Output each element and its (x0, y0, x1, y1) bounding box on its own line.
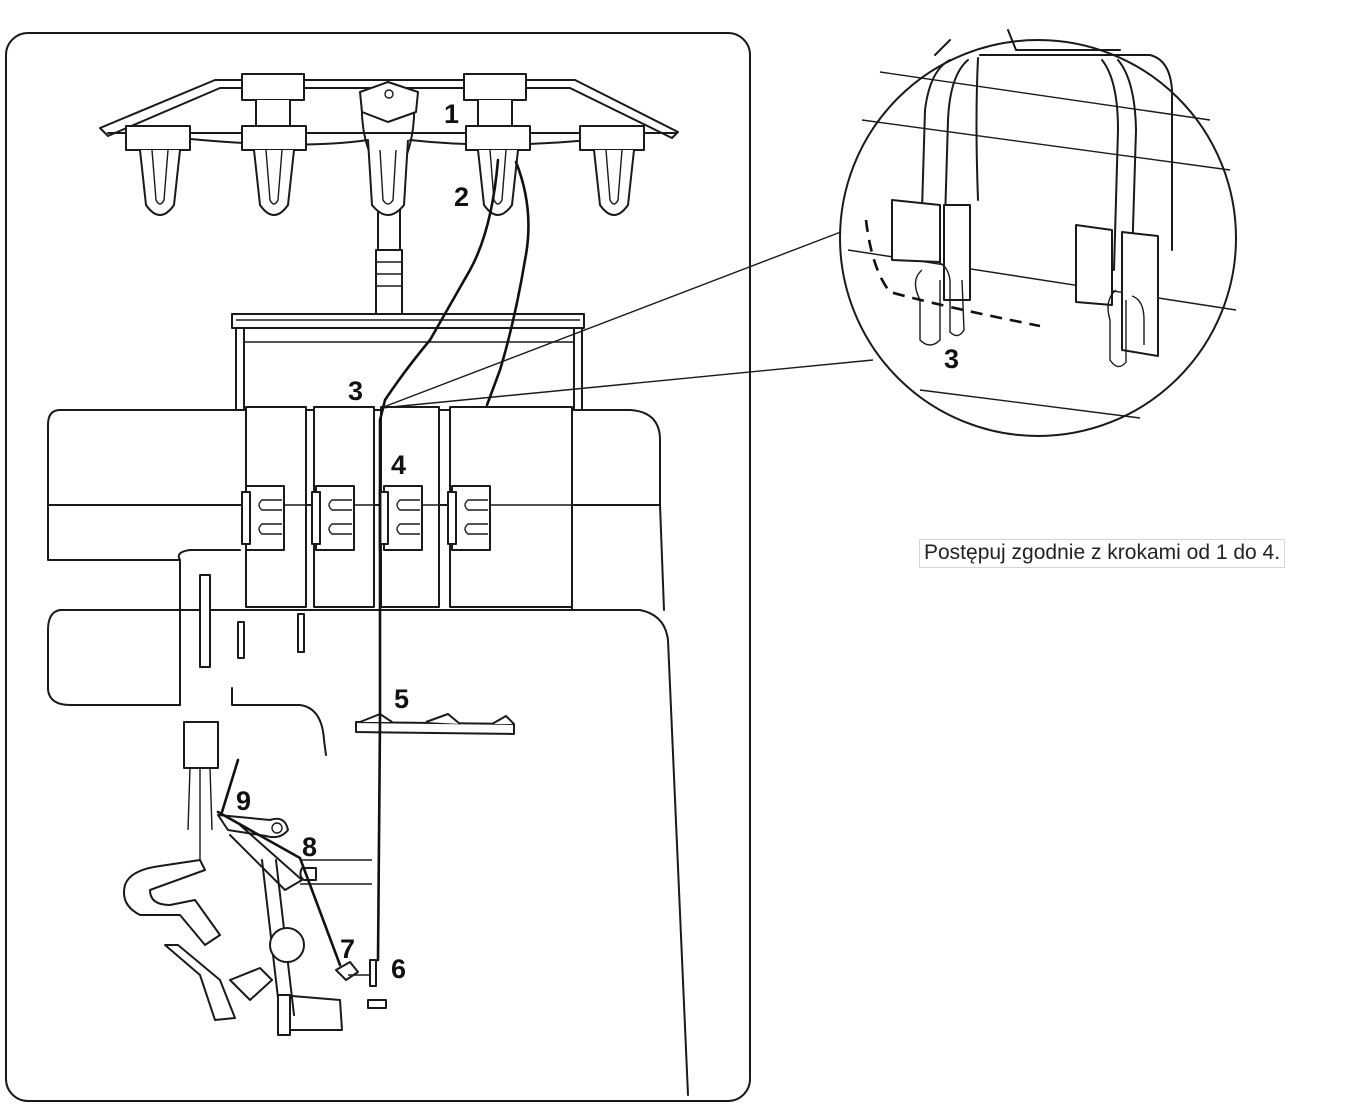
callout-step-8: 8 (302, 832, 317, 862)
detail-zoom (380, 29, 1237, 437)
callout-step-3: 3 (348, 376, 363, 406)
cone-holder-1 (125, 125, 191, 216)
cone-holder-2 (241, 125, 307, 216)
diagram-frame (5, 32, 751, 1102)
callout-step-3-detail: 3 (944, 344, 959, 374)
instruction-text: Postępuj zgodnie z krokami od 1 do 4. (919, 539, 1286, 568)
cone-holder-4 (465, 125, 531, 216)
tension-discs (241, 485, 491, 551)
looper-mechanism (123, 721, 387, 1036)
thread-guide-5 (355, 713, 515, 735)
callout-step-4: 4 (391, 450, 406, 480)
cone-holder-5 (579, 125, 645, 216)
callout-step-2: 2 (454, 182, 469, 212)
callout-step-1: 1 (444, 99, 459, 129)
callout-step-7: 7 (340, 934, 355, 964)
thread-path (216, 158, 530, 967)
cone-holder-3 (367, 139, 409, 216)
cone-holder-top-right (463, 73, 527, 137)
callout-step-9: 9 (236, 786, 251, 816)
thread-guide-bar (231, 313, 585, 411)
tension-disc-2 (311, 485, 355, 551)
thread-stand (99, 73, 679, 321)
callout-step-6: 6 (391, 954, 406, 984)
tension-disc-1 (241, 485, 285, 551)
tension-disc-3 (379, 485, 423, 551)
tension-disc-4 (447, 485, 491, 551)
callout-step-5: 5 (394, 684, 409, 714)
